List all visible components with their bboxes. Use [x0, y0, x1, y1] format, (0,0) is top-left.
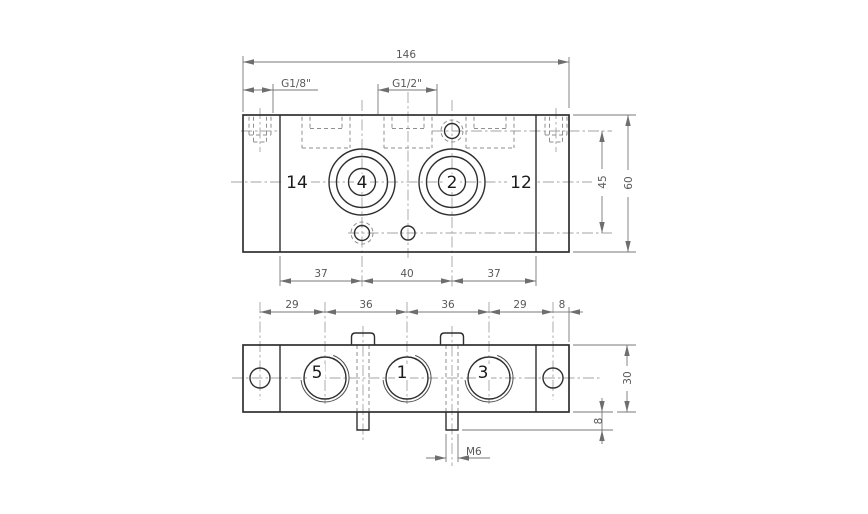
dim-g12: G1/2"	[377, 78, 438, 114]
port-label-1: 1	[397, 363, 408, 383]
port-label-14: 14	[286, 173, 308, 193]
locating-hole	[400, 225, 416, 241]
dim-text-30: 30	[622, 371, 634, 384]
label-mask	[476, 364, 491, 380]
dim-g18: G1/8"	[243, 78, 318, 113]
port-label-2: 2	[447, 173, 458, 193]
dim-text-g12: G1/2"	[392, 78, 422, 90]
stud-left	[350, 332, 376, 431]
port-label-5: 5	[312, 363, 323, 383]
port-2	[418, 148, 486, 216]
dim-8-protrusion: 8	[462, 398, 613, 444]
bottom-view: 5 1 3 29 36 36 29 8 30	[232, 299, 636, 466]
label-mask	[310, 364, 325, 380]
label-mask	[444, 174, 460, 191]
port-label-12: 12	[510, 173, 532, 193]
label-mask	[354, 174, 370, 191]
top-view: 14 4 2 12 146 G1/8" G1/2"	[231, 49, 636, 288]
port-label-4: 4	[357, 173, 368, 193]
dim-text-36b: 36	[441, 299, 455, 311]
dim-text-8b: 8	[593, 418, 605, 425]
port-label-3: 3	[478, 363, 489, 383]
dim-text-60: 60	[623, 176, 635, 189]
pilot-hole-top	[440, 119, 464, 143]
dim-text-37a: 37	[314, 268, 327, 280]
dim-text-g18: G1/8"	[281, 78, 311, 90]
stud-right	[439, 332, 465, 431]
port-5	[300, 354, 350, 403]
dim-text-146: 146	[396, 49, 416, 61]
label-mask	[395, 364, 410, 380]
dim-29-36-36-29-8: 29 36 36 29 8	[260, 299, 583, 342]
dim-text-29a: 29	[285, 299, 298, 311]
label-mask	[283, 173, 311, 191]
bottom-view-body	[242, 344, 570, 413]
dim-146: 146	[242, 49, 570, 112]
dim-m6: M6	[426, 434, 490, 462]
dim-text-8a: 8	[559, 299, 566, 311]
dim-text-45: 45	[597, 175, 609, 188]
bottom-view-centerlines	[232, 302, 600, 466]
dim-text-40: 40	[400, 268, 413, 280]
label-mask	[507, 173, 535, 191]
mounting-hole-left	[249, 367, 271, 389]
dim-60: 60	[573, 114, 636, 253]
dim-text-29b: 29	[513, 299, 526, 311]
dim-text-36a: 36	[359, 299, 373, 311]
end-hole-hidden-lines	[248, 116, 568, 143]
pilot-hole-bottom	[350, 221, 374, 245]
port-3	[464, 354, 514, 403]
top-view-body	[242, 114, 570, 253]
port-4	[328, 148, 396, 216]
dim-30: 30	[573, 344, 636, 413]
dim-45: 45	[597, 131, 609, 233]
port-1	[382, 354, 432, 403]
valve-pocket-hidden-lines	[301, 116, 515, 149]
dim-text-37b: 37	[487, 268, 500, 280]
dim-37-40-37: 37 40 37	[279, 256, 537, 286]
mounting-hole-right	[542, 367, 564, 389]
dim-text-m6: M6	[466, 446, 482, 458]
